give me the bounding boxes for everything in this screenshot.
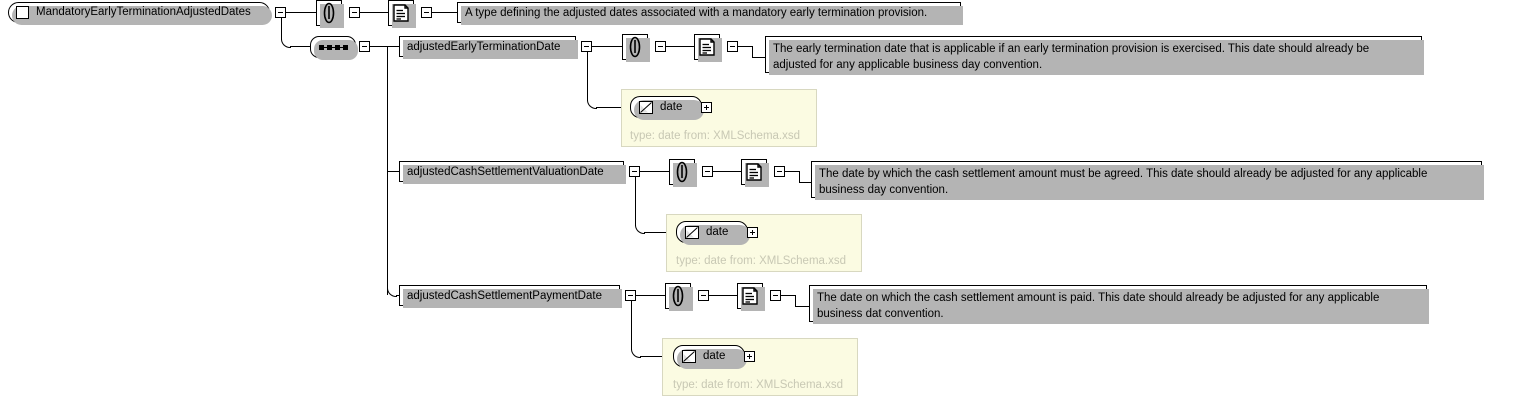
connector-row1-type-drop [587,51,588,101]
row2-doc-toggle-minus[interactable] [774,166,785,177]
connector-spine-to-row3 [396,295,399,296]
row1-type-node-date[interactable]: date [630,96,704,120]
connector-root-vertical [281,17,282,40]
row3-toggle-minus[interactable] [625,290,636,301]
connector-row2-doc-stub [785,171,799,172]
row3-documentation-note: The date on which the cash settlement am… [809,285,1429,324]
row2-type-node-date[interactable]: date [676,221,750,245]
connector-row1-doc-stub [738,46,752,47]
connector-row2-type-drop [635,176,636,226]
connector-row3-type-drop [631,300,632,350]
row3-type-node-date[interactable]: date [673,345,747,369]
connector-row2-to-note [799,182,811,183]
root-documentation-icon[interactable] [388,0,416,28]
row3-paperclip-icon[interactable] [665,283,693,311]
row1-doc-toggle-minus[interactable] [727,41,738,52]
row2-paperclip-icon[interactable] [669,159,697,187]
connector-row2-paperclip-to-doc [713,171,741,172]
connector-doc-to-note [432,12,457,13]
connector-row2-to-paperclip [640,171,669,172]
row1-toggle-minus[interactable] [581,41,592,52]
element-label: adjustedEarlyTerminationDate [407,40,561,53]
root-paperclip-toggle-minus[interactable] [349,7,360,18]
root-paperclip-icon[interactable] [316,0,344,28]
sequence-toggle-minus[interactable] [359,41,370,52]
connector-row1-type-stub [596,107,622,108]
row2-documentation-note: The date by which the cash settlement am… [811,161,1484,200]
connector-row3-type-stub [640,356,663,357]
connector-row1-to-paperclip [592,46,622,47]
row1-documentation-note: The early termination date that is appli… [765,36,1424,75]
sequence-compositor-node[interactable] [310,36,358,60]
row1-documentation-icon[interactable] [694,34,722,62]
row2-paperclip-toggle-minus[interactable] [702,166,713,177]
row2-type-label: date [706,226,729,238]
row3-type-label: date [703,350,726,362]
connector-sequence-stub [370,46,387,47]
root-documentation-note: A type defining the adjusted dates assoc… [457,2,963,25]
element-node-adjusted-early-termination-date[interactable]: adjustedEarlyTerminationDate [399,36,578,59]
row1-type-label: date [660,101,683,113]
row3-doc-toggle-minus[interactable] [770,290,781,301]
connector-row3-to-paperclip [636,295,665,296]
row1-paperclip-toggle-minus[interactable] [655,41,666,52]
element-node-adjusted-cash-settlement-valuation-date[interactable]: adjustedCashSettlementValuationDate [399,161,626,184]
connector-row3-paperclip-to-doc [709,295,737,296]
connector-row1-to-note [752,57,765,58]
element-label: adjustedCashSettlementPaymentDate [407,289,602,302]
simple-type-icon [639,100,653,114]
row2-type-toggle-plus[interactable] [747,227,758,238]
row2-toggle-minus[interactable] [629,166,640,177]
row3-type-toggle-plus[interactable] [744,351,755,362]
connector-row3-doc-stub [781,295,795,296]
connector-to-sequence [290,46,310,47]
connector-spine-to-row1 [387,46,399,47]
simple-type-icon [682,349,696,363]
row3-type-caption: type: date from: XMLSchema.xsd [673,379,844,391]
root-toggle-minus[interactable] [275,7,286,18]
element-square-icon [16,6,29,19]
connector-row2-type-stub [644,232,667,233]
connector-spine-to-row2 [387,171,399,172]
root-element-label: MandatoryEarlyTerminationAdjustedDates [36,5,251,18]
simple-type-icon [685,225,699,239]
element-node-adjusted-cash-settlement-payment-date[interactable]: adjustedCashSettlementPaymentDate [399,285,622,308]
connector-paperclip-to-doc [360,12,388,13]
row1-type-toggle-plus[interactable] [701,102,712,113]
root-doc-toggle-minus[interactable] [421,7,432,18]
connector-root-to-paperclip [286,12,316,13]
row2-type-caption: type: date from: XMLSchema.xsd [676,255,847,267]
connector-row3-doc-drop [795,295,796,306]
connector-row2-doc-drop [799,171,800,182]
row1-documentation-text: The early termination date that is appli… [773,43,1370,71]
root-documentation-text: A type defining the adjusted dates assoc… [465,7,928,19]
row1-type-caption: type: date from: XMLSchema.xsd [630,130,801,142]
row1-paperclip-icon[interactable] [622,34,650,62]
row2-documentation-text: The date by which the cash settlement am… [819,168,1428,196]
root-element-node[interactable]: MandatoryEarlyTerminationAdjustedDates [8,2,272,25]
row3-documentation-icon[interactable] [737,283,765,311]
connector-row3-to-note [795,306,809,307]
row3-paperclip-toggle-minus[interactable] [698,290,709,301]
row3-documentation-text: The date on which the cash settlement am… [817,292,1380,320]
connector-children-spine [387,46,388,295]
row2-documentation-icon[interactable] [741,159,769,187]
element-label: adjustedCashSettlementValuationDate [407,165,604,178]
connector-row1-doc-drop [752,46,753,57]
connector-row1-paperclip-to-doc [666,46,694,47]
